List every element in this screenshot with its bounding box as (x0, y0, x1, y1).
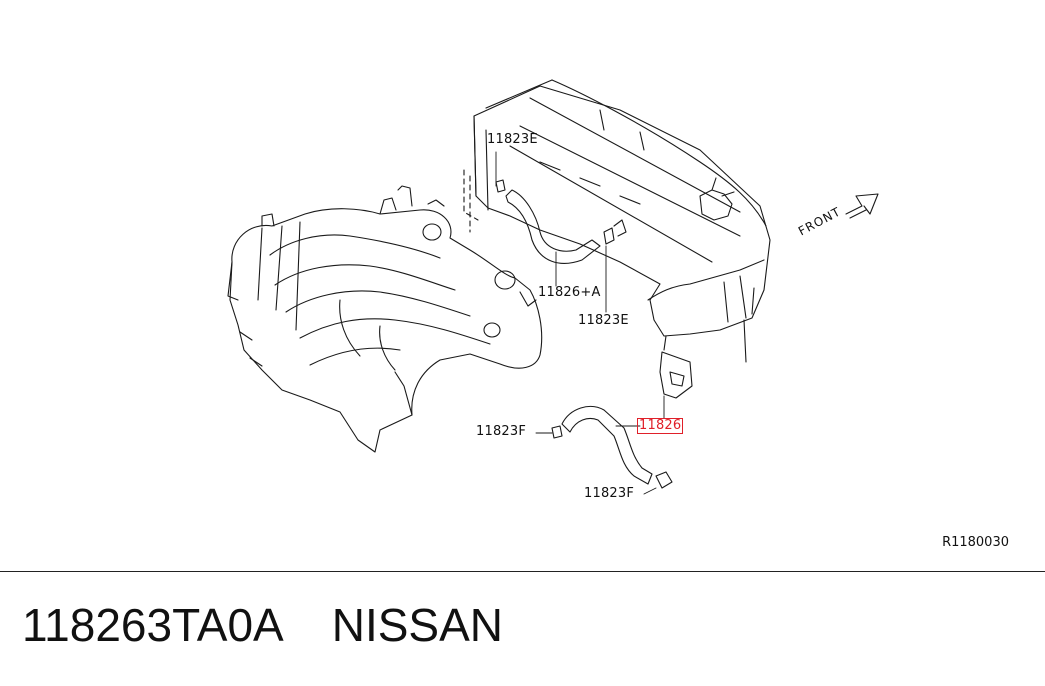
front-arrow-icon (845, 193, 879, 219)
callout-11823E-lower: 11823E (578, 313, 629, 328)
diagram-reference: R1180030 (942, 535, 1009, 550)
dashed-leader (463, 169, 479, 233)
callout-11826-highlighted[interactable]: 11826 (636, 418, 684, 434)
lower-hose (551, 406, 673, 489)
intake-manifold (227, 185, 543, 453)
leader-lines (495, 151, 665, 495)
part-number: 118263TA0A (22, 599, 284, 651)
part-caption: 118263TA0A NISSAN (22, 598, 503, 652)
engine-parts-diagram (227, 79, 879, 495)
flange-bracket (659, 351, 693, 399)
cylinder-head (473, 79, 771, 363)
callout-11823E-upper: 11823E (487, 132, 538, 147)
callout-11823F-bottom: 11823F (584, 486, 635, 501)
upper-hose (495, 179, 627, 264)
callout-11823F-left: 11823F (476, 424, 527, 439)
callout-11826A: 11826+A (538, 285, 601, 300)
brand-name: NISSAN (331, 599, 503, 651)
divider (0, 571, 1045, 572)
